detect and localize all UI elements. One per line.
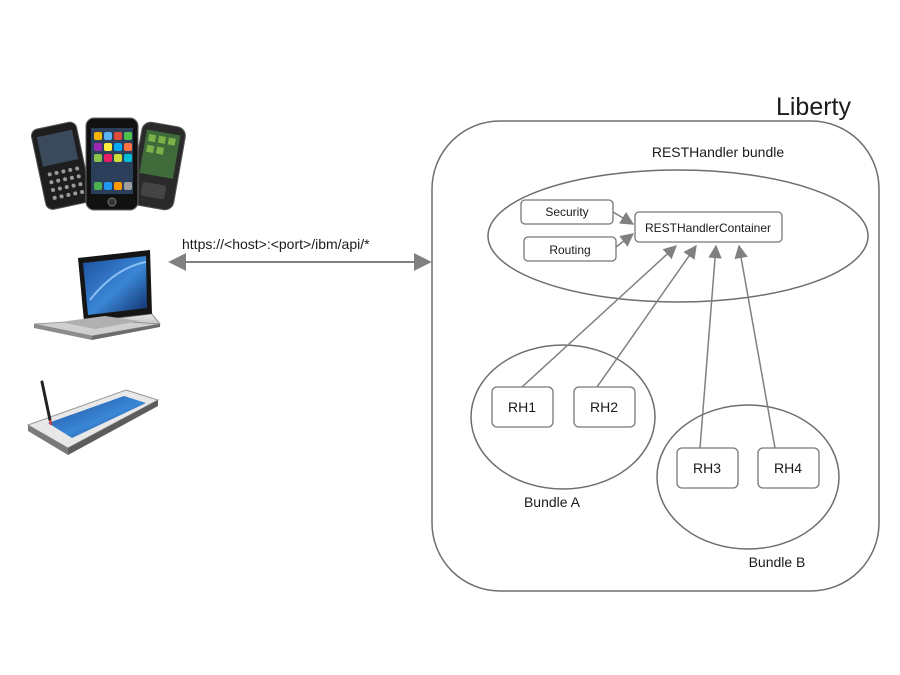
rh4-box: RH4 <box>757 447 820 489</box>
security-box: Security <box>520 199 614 225</box>
resthandler-container-box: RESTHandlerContainer <box>634 211 783 243</box>
rh4-arrow <box>734 244 776 449</box>
rh2-box: RH2 <box>573 386 636 428</box>
rh3-label: RH3 <box>693 460 721 476</box>
url-label: https://<host>:<port>/ibm/api/* <box>182 236 370 252</box>
rh1-label: RH1 <box>508 399 536 415</box>
security-arrow <box>612 211 635 225</box>
rh4-label: RH4 <box>774 460 802 476</box>
laptop-icon <box>33 250 161 340</box>
bundle-a <box>470 344 656 490</box>
liberty-title: Liberty <box>776 93 852 121</box>
rh3-box: RH3 <box>676 447 739 489</box>
rh2-arrow <box>596 244 697 388</box>
rh3-arrow <box>699 244 722 449</box>
bundle-b <box>656 404 840 550</box>
smartphones-icon <box>30 117 186 211</box>
rh1-arrow <box>521 245 677 388</box>
routing-box: Routing <box>523 236 617 262</box>
liberty-container <box>431 120 880 592</box>
routing-label: Routing <box>549 243 590 257</box>
tablet-icon <box>26 380 160 455</box>
routing-arrow <box>615 233 635 248</box>
rh1-box: RH1 <box>491 386 554 428</box>
rh2-label: RH2 <box>590 399 618 415</box>
resthandler-bundle <box>487 169 869 303</box>
bundle-b-label: Bundle B <box>749 554 806 570</box>
resthandler-bundle-label: RESTHandler bundle <box>652 144 785 160</box>
security-label: Security <box>545 205 588 219</box>
bundle-a-label: Bundle A <box>524 494 581 510</box>
resthandler-container-label: RESTHandlerContainer <box>645 221 771 235</box>
